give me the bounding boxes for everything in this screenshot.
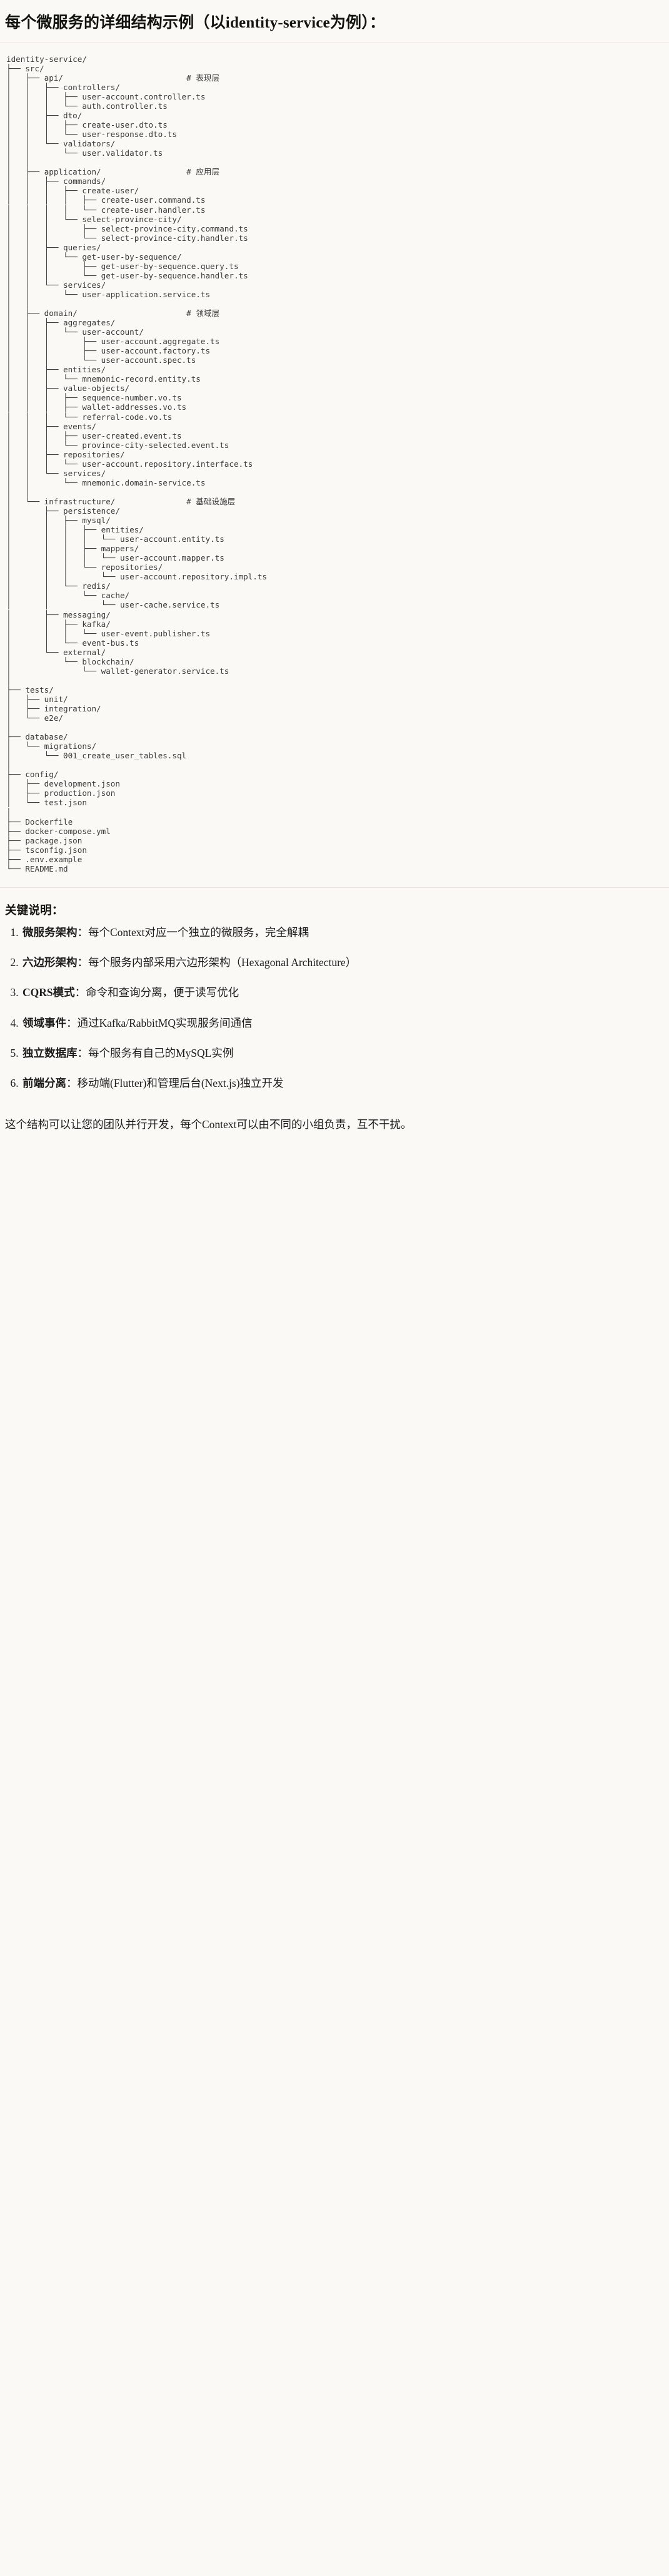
key-point-term: 六边形架构 xyxy=(23,956,78,969)
key-point-term: 独立数据库 xyxy=(23,1046,78,1059)
list-item: 六边形架构：每个服务内部采用六边形架构（Hexagonal Architectu… xyxy=(21,954,654,970)
key-point-separator: ： xyxy=(66,1016,78,1029)
list-item: 领域事件：通过Kafka/RabbitMQ实现服务间通信 xyxy=(21,1015,654,1031)
list-item: 独立数据库：每个服务有自己的MySQL实例 xyxy=(21,1045,654,1061)
key-point-desc: 命令和查询分离，便于读写优化 xyxy=(86,986,239,999)
list-item: CQRS模式：命令和查询分离，便于读写优化 xyxy=(21,984,654,1000)
key-point-separator: ： xyxy=(77,925,89,939)
key-point-desc: 每个服务内部采用六边形架构（Hexagonal Architecture） xyxy=(88,956,357,969)
key-point-desc: 每个Context对应一个独立的微服务，完全解耦 xyxy=(88,925,309,939)
key-point-desc: 每个服务有自己的MySQL实例 xyxy=(88,1046,234,1059)
closing-paragraph: 这个结构可以让您的团队并行开发，每个Context可以由不同的小组负责，互不干扰… xyxy=(5,1118,412,1131)
key-points-list: 微服务架构：每个Context对应一个独立的微服务，完全解耦 六边形架构：每个服… xyxy=(5,924,654,1092)
list-item: 微服务架构：每个Context对应一个独立的微服务，完全解耦 xyxy=(21,924,654,940)
key-point-term: CQRS模式 xyxy=(23,986,75,999)
key-points-heading: 关键说明： xyxy=(5,904,64,917)
key-points-section: 关键说明： 微服务架构：每个Context对应一个独立的微服务，完全解耦 六边形… xyxy=(0,888,669,1111)
key-point-desc: 移动端(Flutter)和管理后台(Next.js)独立开发 xyxy=(77,1077,284,1090)
list-item: 前端分离：移动端(Flutter)和管理后台(Next.js)独立开发 xyxy=(21,1075,654,1091)
key-point-separator: ： xyxy=(74,986,86,999)
key-point-term: 微服务架构 xyxy=(23,925,78,939)
key-point-term: 领域事件 xyxy=(23,1016,66,1029)
key-point-separator: ： xyxy=(66,1077,78,1090)
key-point-term: 前端分离 xyxy=(23,1077,66,1090)
directory-tree: identity-service/ ├── src/ │ ├── api/ # … xyxy=(6,54,268,873)
page-title: 每个微服务的详细结构示例（以identity-service为例）： xyxy=(5,14,386,31)
code-divider xyxy=(0,887,669,888)
key-point-separator: ： xyxy=(77,1046,89,1059)
document-page: 每个微服务的详细结构示例（以identity-service为例）： ident… xyxy=(0,0,669,1151)
directory-tree-block: identity-service/ ├── src/ │ ├── api/ # … xyxy=(0,43,669,880)
key-point-separator: ： xyxy=(77,956,89,969)
key-point-desc: 通过Kafka/RabbitMQ实现服务间通信 xyxy=(77,1016,253,1029)
